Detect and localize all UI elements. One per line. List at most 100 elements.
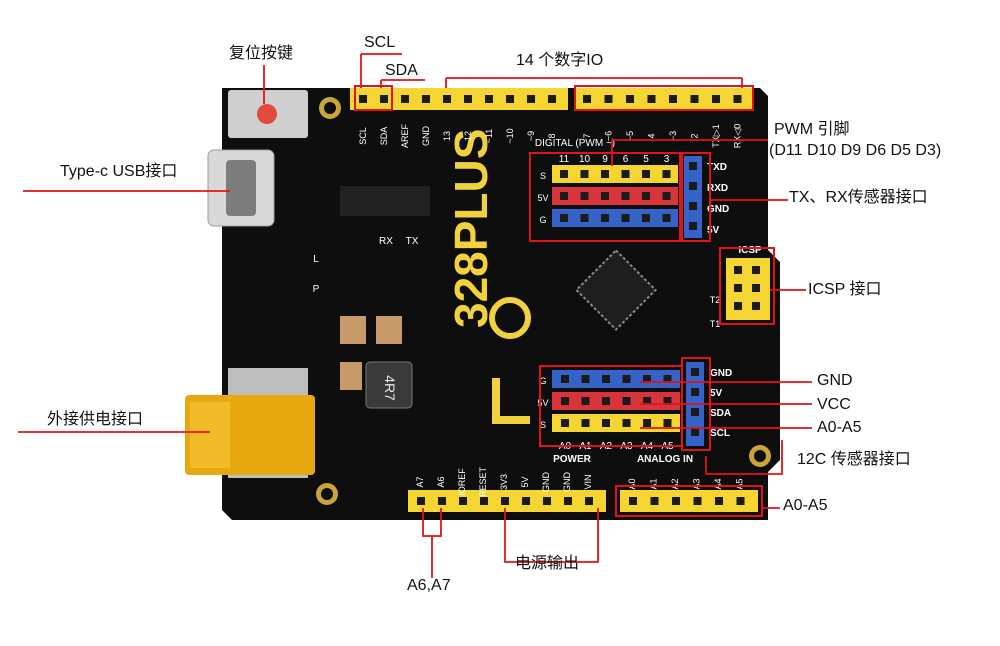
digital-pin-label: 8 xyxy=(547,133,557,138)
header-pin xyxy=(602,397,610,405)
led-label: L xyxy=(313,254,319,265)
callout-analog-header: A0-A5 xyxy=(817,419,862,436)
header-pin xyxy=(693,497,702,505)
header-pin xyxy=(689,202,697,210)
uart-label: GND xyxy=(707,204,729,215)
digital-pin-label: 2 xyxy=(690,133,700,138)
header-pin xyxy=(733,95,742,103)
digital-pin-label: RX◁0 xyxy=(733,124,743,148)
digital-pin-label: AREF xyxy=(400,124,410,149)
header-pin xyxy=(485,95,493,103)
power-pin-label: GND xyxy=(541,472,551,493)
header-pin xyxy=(438,497,446,505)
header-pin xyxy=(527,95,535,103)
header-pin xyxy=(691,428,699,436)
digital-header-right xyxy=(574,88,754,110)
uart-label: 5V xyxy=(707,225,720,236)
header-pin xyxy=(690,95,699,103)
header-pin xyxy=(543,497,551,505)
header-pin xyxy=(560,192,568,200)
uart-label: TXD xyxy=(707,162,727,173)
callout-a6a7: A6,A7 xyxy=(407,577,451,594)
header-pin xyxy=(417,497,425,505)
digital-pin-label: 4 xyxy=(647,133,657,138)
digital-pin-label: SDA xyxy=(379,127,389,146)
analog-pin-label: A3 xyxy=(692,478,702,489)
icsp-tag: ICSP xyxy=(738,245,762,256)
header-pin xyxy=(622,397,631,405)
callout-icsp: ICSP 接口 xyxy=(808,281,882,298)
header-pin xyxy=(621,170,630,178)
icsp-header xyxy=(726,258,770,320)
header-pin xyxy=(581,375,590,383)
header-pin xyxy=(480,497,488,505)
header-pin xyxy=(561,375,569,383)
power-caption: POWER xyxy=(553,454,592,465)
reset-button-cap[interactable] xyxy=(257,104,277,124)
power-pin-label: RESET xyxy=(478,466,488,497)
callout-scl: SCL xyxy=(364,34,396,51)
header-pin xyxy=(715,497,723,505)
power-pin-label: IOREF xyxy=(457,468,467,496)
header-pin xyxy=(580,214,589,222)
header-pin xyxy=(443,95,451,103)
digital-pin-label: ~3 xyxy=(668,131,678,141)
header-pin xyxy=(359,95,367,103)
led-label: TX xyxy=(406,236,419,247)
highlight-box xyxy=(719,247,775,325)
header-pin xyxy=(548,95,556,103)
header-pin xyxy=(663,419,672,427)
digital-pin-label: 7 xyxy=(582,133,592,138)
header-pin xyxy=(672,497,680,505)
callout-power-jack: 外接供电接口 xyxy=(47,411,144,428)
digital-pin-label: ~9 xyxy=(526,131,536,141)
header-pin xyxy=(734,284,742,292)
callout-reset-button: 复位按键 xyxy=(229,45,294,62)
header-pin xyxy=(647,95,656,103)
power-pin-label: GND xyxy=(562,472,572,493)
row-label: S xyxy=(540,171,546,181)
pwm-number-label: 5 xyxy=(643,154,649,165)
header-pin xyxy=(581,419,590,427)
mcu-chip xyxy=(574,248,658,332)
analog-pin-header xyxy=(620,490,758,512)
header-pin xyxy=(642,170,650,178)
row-label: G xyxy=(539,215,546,225)
header-pin xyxy=(734,302,742,310)
header-pin xyxy=(622,419,631,427)
header-pin xyxy=(662,170,671,178)
led-label: RX xyxy=(379,236,393,247)
callout-vcc: VCC xyxy=(817,396,851,413)
digital-pin-label: 12 xyxy=(463,131,473,141)
header-pin xyxy=(662,192,671,200)
header-pin xyxy=(622,375,631,383)
digital-pin-label: 13 xyxy=(442,131,452,141)
highlight-box xyxy=(574,85,754,111)
pwm-header-row xyxy=(552,187,678,205)
header-pin xyxy=(642,192,650,200)
analog-pin-label: A0 xyxy=(627,478,637,489)
header-pin xyxy=(689,162,697,170)
inductor-4r7 xyxy=(365,361,413,409)
pwm-number-label: 6 xyxy=(623,154,629,165)
analog-pin-label: A1 xyxy=(649,478,659,489)
header-pin xyxy=(752,284,760,292)
header-pin xyxy=(601,170,609,178)
header-pin xyxy=(580,192,589,200)
digital-pin-label: ~10 xyxy=(505,128,515,143)
header-pin xyxy=(643,419,651,427)
i2c-label: 5V xyxy=(710,388,723,399)
row-label: 5V xyxy=(537,193,548,203)
header-pin xyxy=(604,95,613,103)
header-pin xyxy=(650,497,659,505)
callout-analog-pins: A0-A5 xyxy=(783,497,828,514)
analog-header-row xyxy=(552,414,680,432)
highlight-box xyxy=(354,85,393,111)
row-label: S xyxy=(540,420,546,430)
pwm-number-label: 3 xyxy=(664,154,670,165)
header-pin xyxy=(380,95,388,103)
pwm-number-label: 11 xyxy=(559,154,570,165)
pwm-header-row xyxy=(552,209,678,227)
power-pin-label: A7 xyxy=(415,476,425,487)
header-pin xyxy=(643,397,651,405)
